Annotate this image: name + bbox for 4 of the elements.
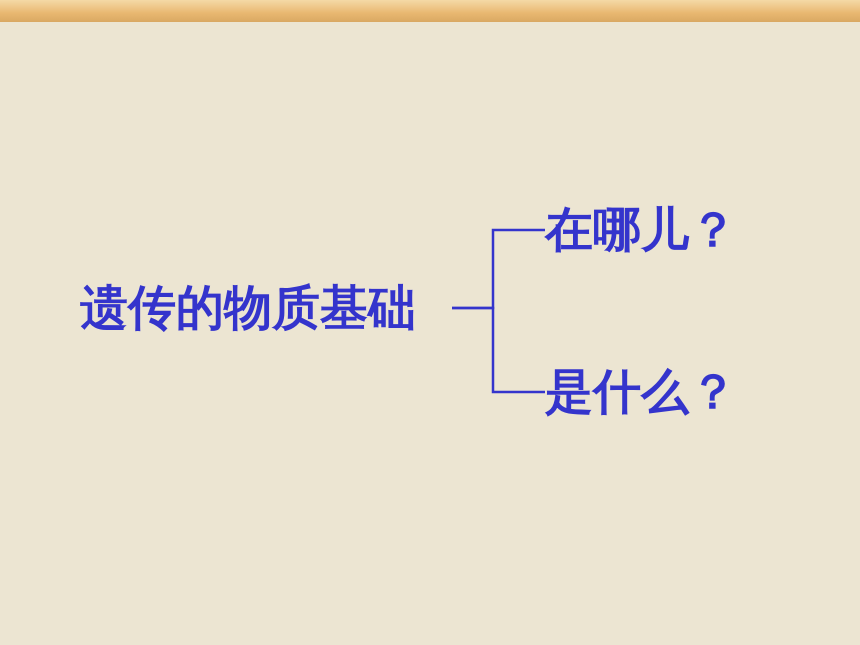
node-text: 遗传的物质基础	[80, 284, 416, 332]
node-text: 在哪儿？	[545, 206, 737, 254]
bracket-connector	[452, 306, 545, 394]
node-text: 是什么？	[545, 368, 737, 416]
